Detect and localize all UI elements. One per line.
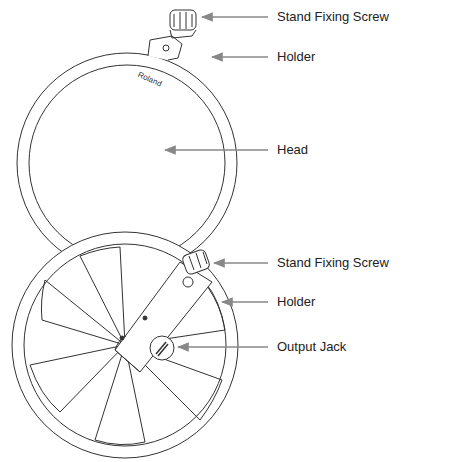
- part-label: Output Jack: [277, 339, 346, 355]
- part-label: Holder: [277, 294, 315, 310]
- pad-back: [12, 232, 238, 458]
- part-label: Stand Fixing Screw: [277, 255, 389, 271]
- part-label: Stand Fixing Screw: [277, 9, 389, 25]
- leader-lines: [165, 17, 268, 347]
- part-label: Holder: [277, 49, 315, 65]
- part-label: Head: [277, 142, 308, 158]
